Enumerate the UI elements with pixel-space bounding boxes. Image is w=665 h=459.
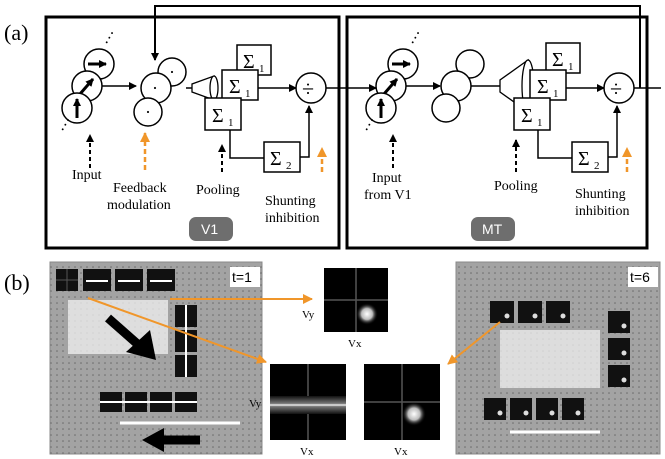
sigma-subscript: 1	[228, 117, 234, 129]
vx-label-right: Vx	[394, 446, 408, 458]
panel-a-tag: (a)	[4, 20, 28, 45]
dot-symbol: ·	[152, 78, 158, 98]
input-ellipsis-bottom: …	[51, 112, 74, 134]
mt-shunting-label-1: Shunting	[575, 187, 626, 202]
dot-symbol: ·	[169, 62, 175, 82]
shunting-label-2: inhibition	[265, 211, 319, 226]
t1-tile-row-bottom	[100, 392, 197, 412]
mt-pooling-label: Pooling	[494, 179, 538, 194]
mt-input-ellipsis-bottom: …	[355, 112, 378, 134]
v1-frame	[44, 15, 341, 250]
connector-arrow-right	[447, 321, 501, 365]
t6-label-box	[628, 267, 658, 287]
sigma-symbol: Σ	[552, 49, 564, 71]
v1-module: … … · · · Σ 1 Σ 1 Σ	[44, 15, 377, 250]
sigma-subscript: 1	[245, 88, 251, 100]
sigma-symbol: Σ	[243, 51, 255, 73]
feedback-label-1: Feedback	[113, 181, 167, 196]
mt-sigma2-to-divide	[608, 105, 621, 158]
pool-to-sigma2	[229, 130, 264, 159]
feedback-neuron-bottom	[133, 97, 163, 127]
diagonal-arrow-icon	[78, 78, 95, 95]
t1-label: t=1	[232, 269, 252, 285]
sigma-symbol: Σ	[212, 105, 224, 127]
diagonal-arrow-icon	[382, 78, 399, 95]
mt-badge	[471, 217, 515, 241]
input-ellipsis-top: …	[95, 25, 118, 47]
response-map-left	[270, 364, 346, 440]
t6-label: t=6	[630, 269, 650, 285]
mt-pool-to-sigma2	[537, 130, 572, 159]
t6-tile-row-top	[490, 301, 570, 323]
mt-sum1-box-front: Σ 1	[513, 97, 551, 131]
vy-label-left: Vy	[249, 398, 262, 410]
left-motion-arrowhead	[142, 428, 164, 452]
mt-module: … … Σ 1 Σ 1 Σ 1 ÷	[345, 15, 661, 250]
t1-tile-column	[175, 305, 197, 377]
sigma-subscript: 2	[286, 160, 292, 172]
pooling-funnel-rim	[209, 75, 219, 101]
mt-input-label-1: Input	[372, 171, 402, 186]
t6-tile-row-bottom	[484, 398, 584, 420]
mt-sum2-box: Σ 2	[571, 141, 609, 173]
mt-input-ellipsis-top: …	[401, 25, 424, 47]
mt-sum1-box-mid: Σ 1	[529, 69, 567, 101]
feedback-loop-line	[151, 5, 641, 88]
sigma-symbol: Σ	[270, 148, 282, 170]
sigma-subscript: 2	[594, 160, 600, 172]
dot-symbol: ·	[145, 102, 151, 122]
sigma2-to-divide	[300, 105, 313, 158]
vx-label-left: Vx	[300, 446, 314, 458]
sigma-symbol: Σ	[229, 76, 241, 98]
vx-label-top: Vx	[348, 338, 362, 350]
mt-input-label-2: from V1	[364, 188, 412, 203]
shunting-label-1: Shunting	[265, 194, 316, 209]
input-label: Input	[72, 168, 102, 183]
sum1-box-front: Σ 1	[204, 97, 242, 131]
diagonal-motion-arrowhead	[126, 330, 156, 360]
panel-b-tag: (b)	[4, 270, 30, 295]
sum1-box-mid: Σ 1	[221, 69, 259, 101]
connector-arrow-left	[87, 297, 267, 364]
sigma-symbol: Σ	[521, 105, 533, 127]
mt-sum1-box-back: Σ 1	[545, 42, 581, 74]
mt-frame	[345, 15, 649, 250]
mt-neuron-top	[455, 49, 485, 79]
pooling-label: Pooling	[196, 183, 240, 198]
sigma-symbol: Σ	[578, 148, 590, 170]
sum2-box: Σ 2	[263, 141, 301, 173]
feedback-label-2: modulation	[107, 198, 171, 213]
vy-label-top: Vy	[302, 309, 315, 321]
divide-symbol: ÷	[610, 76, 622, 101]
divide-symbol: ÷	[302, 76, 314, 101]
field-t1: t=1	[49, 261, 263, 455]
sigma-symbol: Σ	[537, 76, 549, 98]
t1-label-box	[230, 267, 260, 287]
response-map-top	[324, 268, 388, 332]
field-t6: t=6	[455, 261, 661, 455]
sigma-subscript: 1	[259, 63, 265, 75]
sigma-subscript: 1	[553, 88, 559, 100]
t6-tile-column	[608, 311, 630, 387]
mt-badge-label: MT	[482, 221, 503, 237]
t1-tile-row-top	[56, 269, 175, 291]
mt-neuron-bottom	[431, 93, 461, 123]
response-map-right	[364, 364, 440, 440]
sigma-subscript: 1	[537, 117, 543, 129]
sigma-subscript: 1	[568, 61, 574, 73]
v1-badge-label: V1	[201, 221, 218, 237]
v1-badge	[189, 217, 233, 241]
mt-shunting-label-2: inhibition	[575, 204, 629, 219]
